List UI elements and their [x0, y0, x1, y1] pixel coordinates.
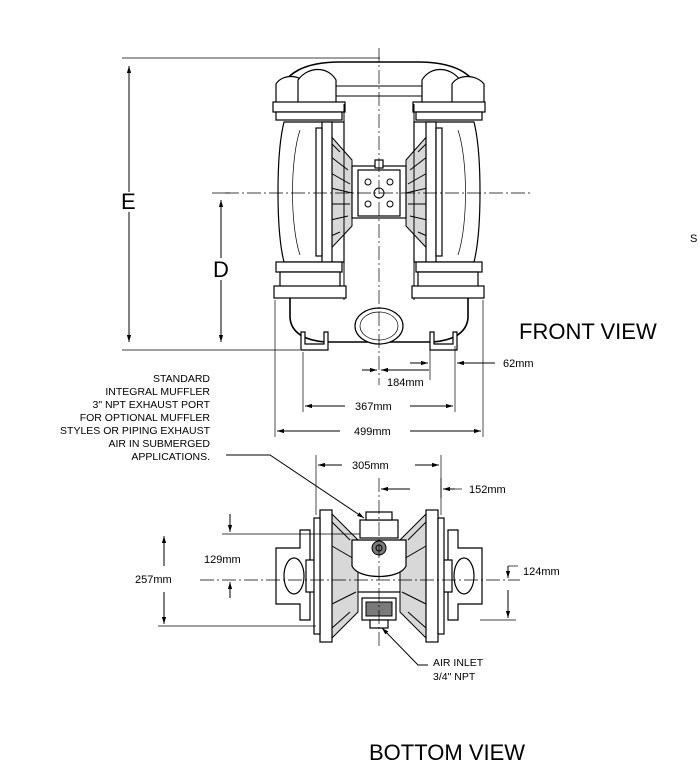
cropped-text-fragment: S	[690, 233, 697, 245]
svg-text:3" NPT EXHAUST PORT: 3" NPT EXHAUST PORT	[92, 399, 210, 411]
svg-text:INTEGRAL MUFFLER: INTEGRAL MUFFLER	[105, 386, 210, 398]
dim-124mm: 124mm	[523, 566, 560, 578]
front-view-pump	[272, 61, 486, 351]
dim-129mm: 129mm	[204, 554, 241, 566]
svg-text:AIR INLET: AIR INLET	[433, 657, 484, 669]
dim-367mm: 367mm	[355, 401, 392, 413]
front-view-title: FRONT VIEW	[519, 319, 657, 344]
svg-text:FOR OPTIONAL MUFFLER: FOR OPTIONAL MUFFLER	[80, 412, 211, 424]
svg-text:AIR IN SUBMERGED: AIR IN SUBMERGED	[108, 438, 210, 450]
dim-62mm: 62mm	[503, 358, 534, 370]
dim-152mm: 152mm	[469, 484, 506, 496]
bottom-view-pump	[275, 509, 483, 643]
dim-499mm: 499mm	[354, 426, 391, 438]
dim-257mm: 257mm	[135, 574, 172, 586]
muffler-note: STANDARD INTEGRAL MUFFLER 3" NPT EXHAUST…	[60, 373, 211, 463]
air-inlet-note: AIR INLET 3/4" NPT	[433, 657, 484, 683]
dim-305mm: 305mm	[352, 460, 389, 472]
bottom-view-title: BOTTOM VIEW	[369, 740, 525, 765]
svg-text:3/4" NPT: 3/4" NPT	[433, 671, 476, 683]
svg-text:APPLICATIONS.: APPLICATIONS.	[131, 451, 210, 463]
dim-e-label: E	[121, 189, 136, 214]
svg-text:STANDARD: STANDARD	[153, 373, 210, 385]
dim-d-label: D	[213, 257, 229, 282]
svg-text:STYLES OR PIPING EXHAUST: STYLES OR PIPING EXHAUST	[60, 425, 211, 437]
dim-184mm: 184mm	[387, 377, 424, 389]
